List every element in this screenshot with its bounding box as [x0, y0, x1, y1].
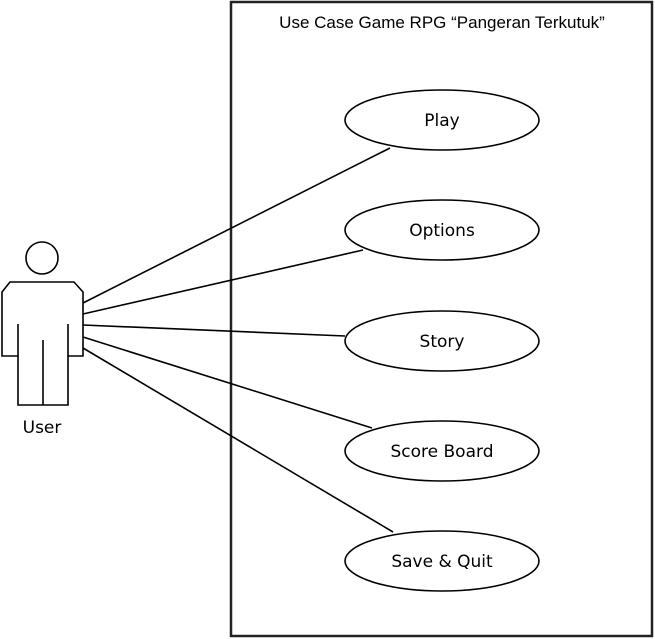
system-boundary: Use Case Game RPG “Pangeran Terkutuk”: [229, 0, 654, 638]
associations: [82, 147, 394, 533]
actor-head: [25, 241, 59, 275]
use-case-label: Score Board: [391, 442, 494, 462]
system-title: Use Case Game RPG “Pangeran Terkutuk”: [279, 13, 605, 32]
actor-label: User: [23, 418, 62, 438]
use-case-ellipse: [344, 420, 540, 482]
association-play: [82, 147, 391, 304]
use-case-label: Save & Quit: [391, 552, 493, 572]
association-story: [82, 324, 346, 337]
actor-stick-figure-icon: [1, 241, 84, 406]
use-case-story[interactable]: Story: [344, 310, 540, 372]
association-save-quit: [82, 347, 394, 533]
use-case-label: Play: [424, 111, 459, 131]
association-options: [82, 249, 364, 315]
use-case-save-quit[interactable]: Save & Quit: [344, 530, 540, 592]
use-case-play[interactable]: Play: [344, 89, 540, 151]
use-case-ellipse: [344, 530, 540, 592]
use-case-score-board[interactable]: Score Board: [344, 420, 540, 482]
use-case-ellipse: [344, 89, 540, 151]
system-boundary-rect: [229, 0, 654, 638]
use-case-options[interactable]: Options: [344, 199, 540, 261]
actor-user[interactable]: User: [1, 241, 84, 438]
use-case-label: Story: [420, 332, 465, 352]
use-case-ellipse: [344, 310, 540, 372]
association-score-board: [82, 336, 373, 429]
use-case-label: Options: [409, 221, 475, 241]
use-case-ellipse: [344, 199, 540, 261]
